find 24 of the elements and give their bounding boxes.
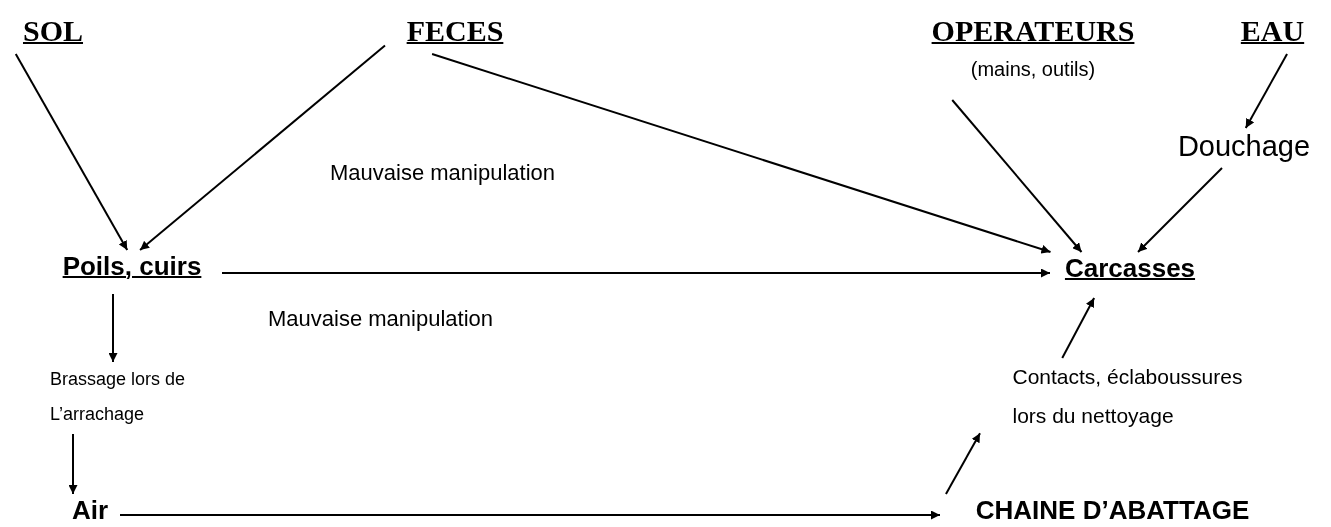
node-heading: Carcasses <box>1064 252 1196 285</box>
arrow <box>1137 167 1223 253</box>
source-heading: EAU <box>1240 13 1305 49</box>
source-heading: SOL <box>23 13 83 49</box>
arrow <box>139 44 386 251</box>
node-heading: CHAINE D’ABATTAGE <box>975 494 1250 527</box>
node-note: Douchage <box>1177 129 1311 164</box>
node-heading: Poils, cuirs <box>62 250 202 283</box>
arrow <box>944 432 981 495</box>
node-heading: Air <box>71 494 109 527</box>
arrow <box>119 510 941 520</box>
arrow <box>108 293 118 363</box>
arrow <box>68 433 78 495</box>
arrow <box>1061 297 1096 359</box>
arrow <box>951 99 1083 253</box>
arrow <box>14 53 129 251</box>
arrow <box>431 53 1052 254</box>
source-heading: OPERATEURS <box>931 13 1135 49</box>
node-note: (mains, outils) <box>970 56 1096 82</box>
arrow <box>221 268 1051 278</box>
arrow <box>1244 53 1289 129</box>
node-note: Brassage lors de L’arrachage <box>50 368 187 427</box>
source-heading: FECES <box>406 13 504 49</box>
node-note: Contacts, éclaboussures lors du nettoyage <box>1012 364 1244 429</box>
